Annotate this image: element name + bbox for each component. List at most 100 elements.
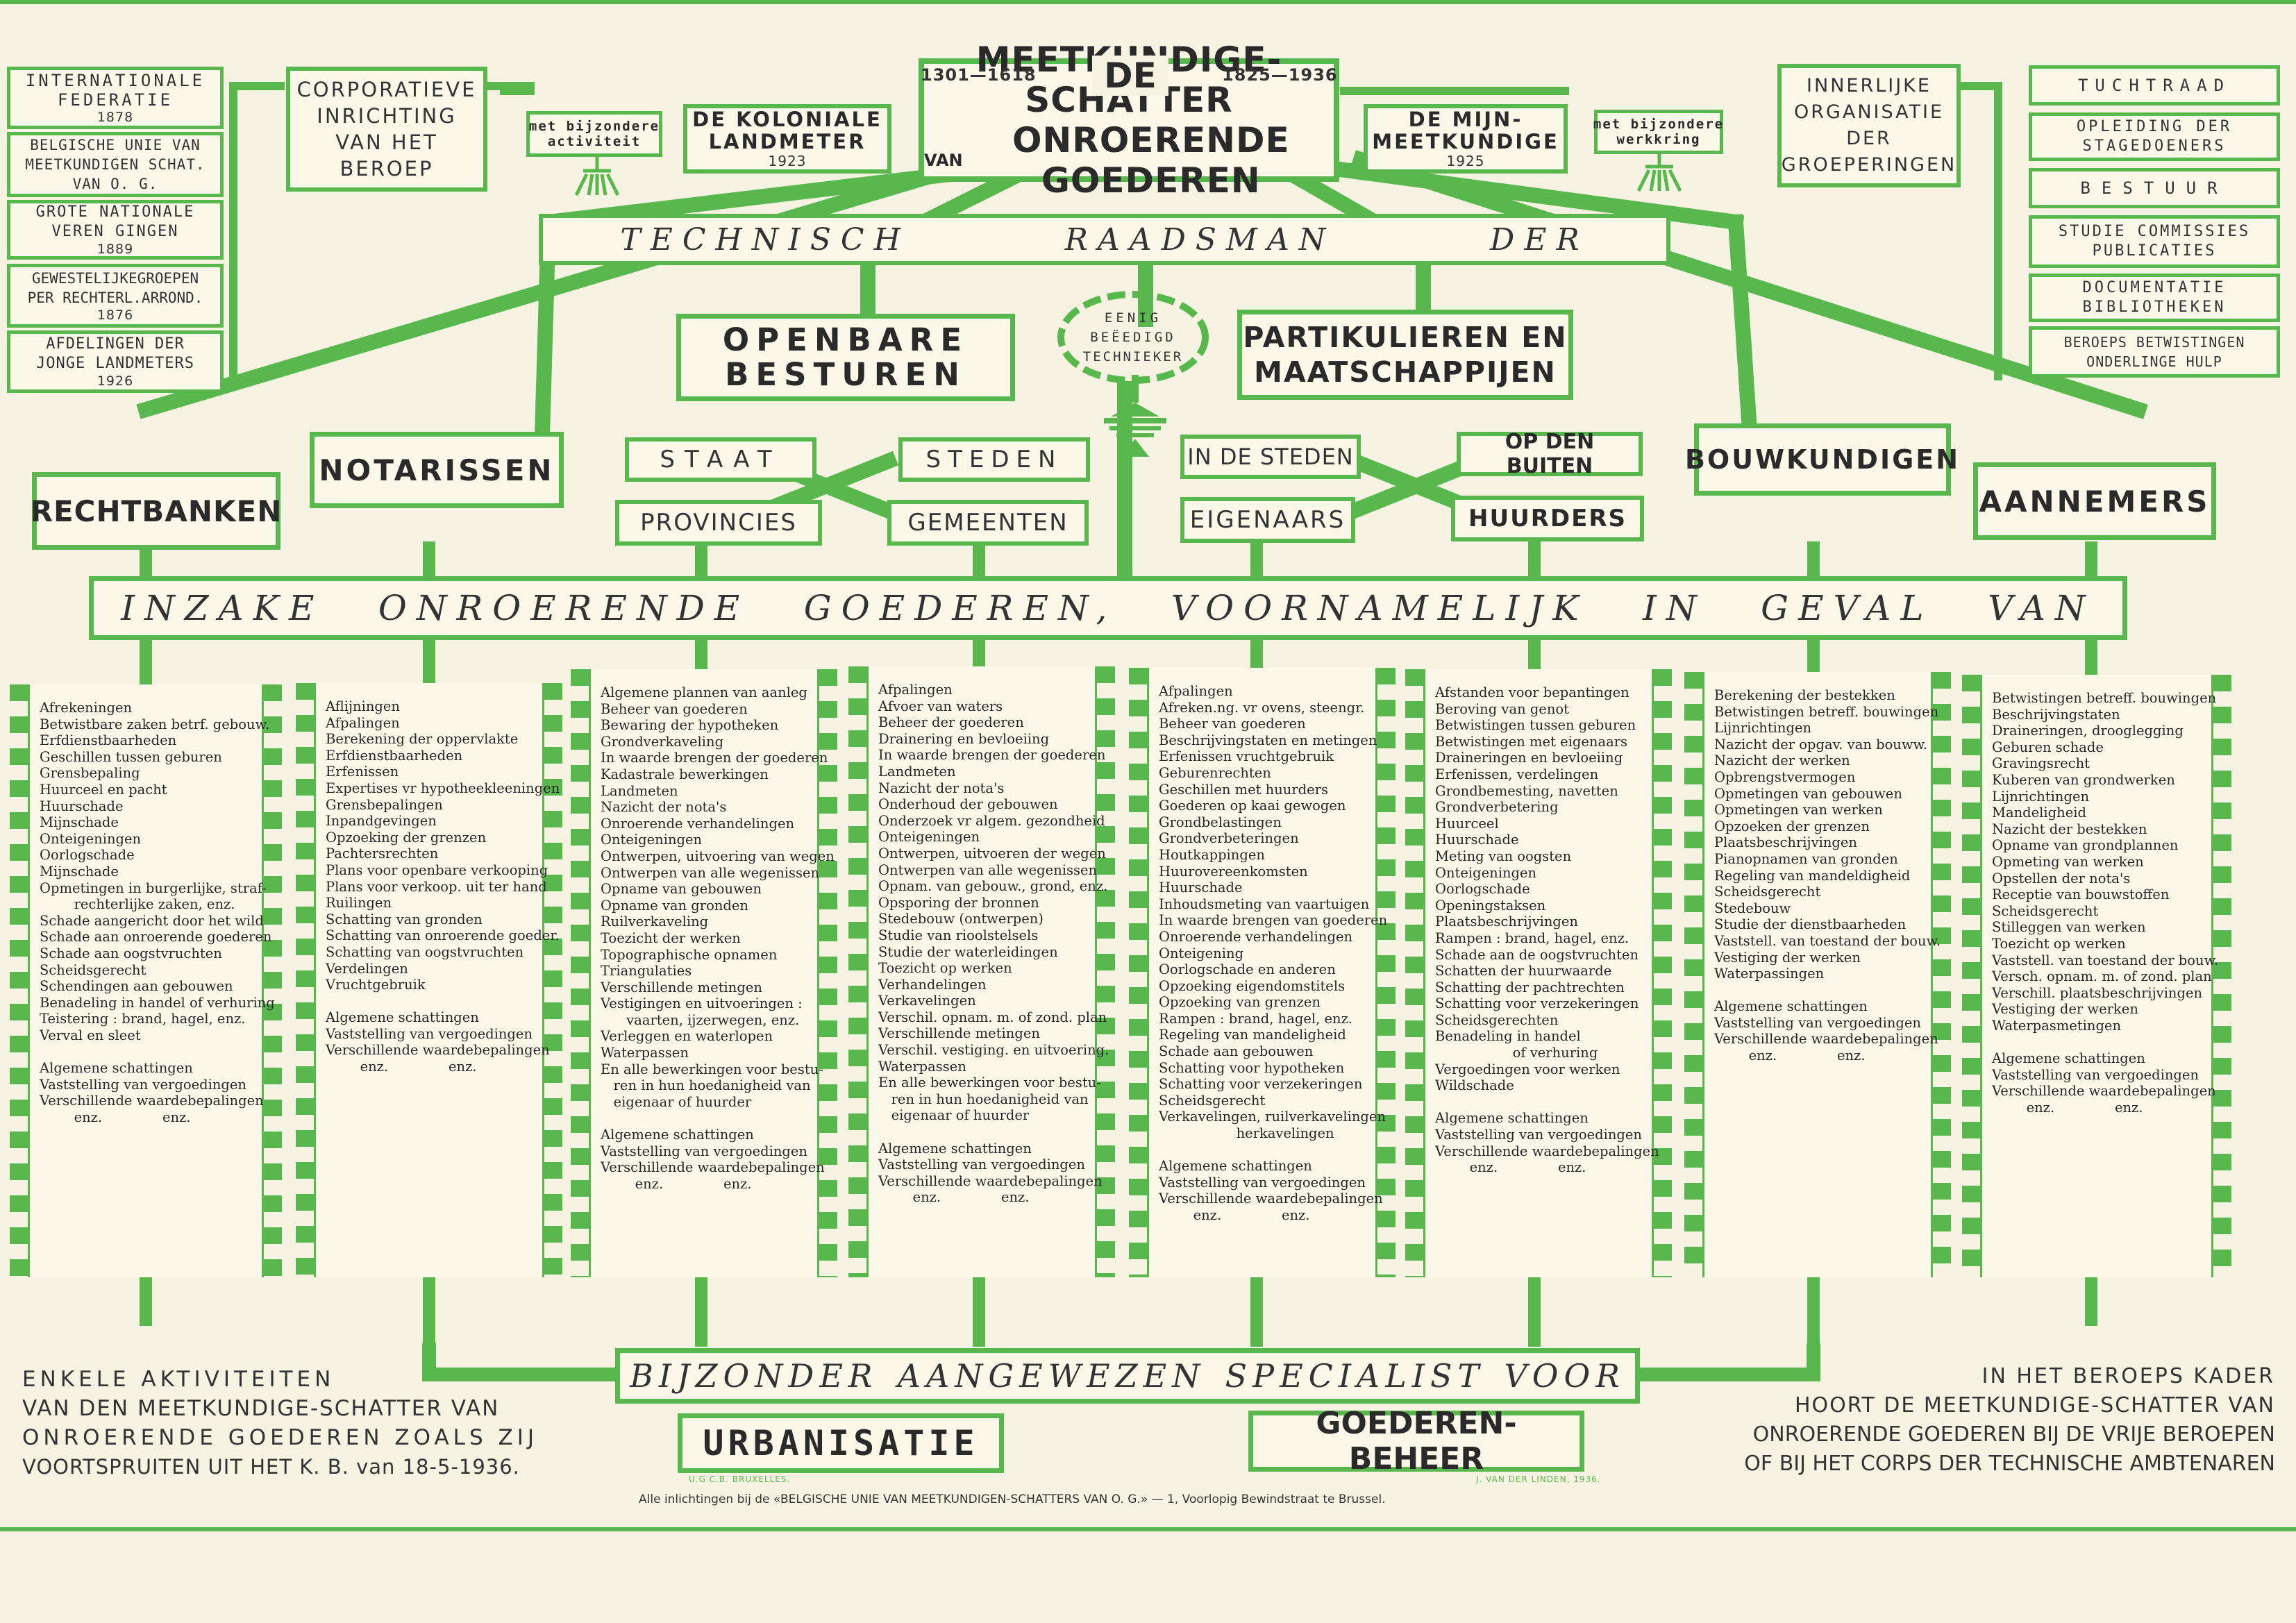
activity-item: Drainering en bevloeiing — [878, 730, 1050, 747]
left-item-2: BELGISCHE UNIE VAN MEETKUNDIGEN SCHAT. V… — [7, 132, 224, 197]
activity-item: Opsporing der bronnen — [878, 894, 1039, 911]
activity-item: Draineringen en bevloeiing — [1435, 750, 1623, 766]
title-year-right: 1825—1936 — [1222, 65, 1338, 85]
activity-item: Scheidsgerecht — [40, 961, 146, 978]
activity-item: Waterpassingen — [1714, 966, 1825, 982]
activity-item: enz. enz. — [1435, 1159, 1586, 1176]
activity-item: Opname van gronden — [601, 897, 748, 914]
activity-item: Waterpassen — [601, 1045, 689, 1061]
activity-item: Vaststelling van vergoedingen — [1992, 1066, 2199, 1083]
bouwkundigen-box: BOUWKUNDIGEN — [1685, 423, 1958, 496]
goederen-beheer-box: GOEDEREN-BEHEER — [1248, 1406, 1584, 1477]
activity-item: Afpalingen — [1159, 683, 1233, 699]
activity-item: Studie der waterleidingen — [878, 943, 1058, 960]
activity-item: Mijnschade — [40, 863, 119, 880]
activity-item — [326, 993, 535, 1010]
activity-item: Scheidsgerechten — [1435, 1011, 1559, 1028]
title-year-left: 1301—1618 — [921, 65, 1037, 85]
activity-item: Lijnrichtingen — [1714, 720, 1812, 737]
activity-item: Vaststell. van toestand der bouw. — [1992, 952, 2219, 968]
activity-item: Opname van gebouwen — [601, 881, 762, 898]
activity-item: Afvoer van waters — [878, 698, 1003, 714]
activity-item: Algemene schattingen — [40, 1060, 193, 1077]
activity-item: Verschil. vestiging. en uitvoering. — [878, 1042, 1109, 1059]
activity-item: Verschillende waardebepalingen — [326, 1042, 550, 1059]
credit-left: U.G.C.B. BRUXELLES. — [689, 1474, 791, 1484]
activity-item: Toezicht op werken — [878, 960, 1012, 977]
activity-item: Oorlogschade en anderen — [1159, 961, 1336, 978]
huurders-box: HUURDERS — [1451, 496, 1644, 541]
activity-item: Toezicht op werken — [1992, 935, 2126, 952]
activity-item: Triangulaties — [601, 963, 692, 979]
activity-item: Expertises vr hypotheekleeningen — [326, 780, 560, 796]
activity-item: Opmetingen van werken — [1714, 802, 1883, 818]
bottom-note: Alle inlichtingen bij de «BELGISCHE UNIE… — [639, 1492, 1386, 1506]
activity-item: Berekening der bestekken — [1714, 687, 1895, 703]
activity-item: Algemene schattingen — [1992, 1050, 2145, 1067]
activity-item: Oorlogschade — [1435, 881, 1530, 898]
activity-item: Vaststelling van vergoedingen — [326, 1025, 533, 1042]
activity-item: Stilleggen van werken — [1992, 919, 2146, 936]
activity-item: Verschillende waardebepalingen — [1159, 1191, 1383, 1207]
activity-item: Waterpassen — [878, 1058, 966, 1075]
activity-item — [601, 1110, 810, 1127]
activity-item: Schatting voor verzekeringen — [1435, 995, 1639, 1012]
activity-item: Opmetingen van gebouwen — [1714, 785, 1902, 802]
activity-item: Betwistingen met eigenaars — [1435, 733, 1628, 750]
activity-item: Meting van oogsten — [1435, 848, 1572, 864]
activity-item: Grondbelastingen — [1159, 814, 1282, 830]
activity-item: Ruilverkaveling — [601, 914, 709, 930]
activity-item: Nazicht der bestekken — [1992, 821, 2147, 837]
op-den-buiten-box: OP DEN BUITEN — [1457, 430, 1643, 478]
activity-item: Vaststell. van toestand der bouw. — [1714, 932, 1941, 949]
activity-item: Benadeling in handel of verhuring — [40, 994, 275, 1011]
activity-item: herkavelingen — [1159, 1125, 1334, 1142]
mijn-werkkring-box: met bijzondere werkkring — [1593, 110, 1723, 154]
activity-item: Afstanden voor bepantingen — [1435, 684, 1629, 700]
activity-item: Grensbepaling — [40, 765, 140, 782]
activity-item: Schade aan gebouwen — [1159, 1043, 1314, 1060]
title-line2-wrap: VAN ONROERENDE GOEDEREN — [924, 120, 1334, 201]
activity-item: Regeling van mandeldigheid — [1714, 867, 1911, 884]
activity-item: Plans voor openbare verkooping — [326, 861, 548, 878]
activity-item: Onteigeningen — [601, 832, 703, 848]
activity-item: enz. enz. — [878, 1189, 1030, 1206]
activity-item: Stedebouw (ontwerpen) — [878, 911, 1044, 927]
activity-item — [1435, 1094, 1645, 1111]
activity-item: Nazicht der werken — [1714, 752, 1850, 769]
activity-item: En alle bewerkingen voor bestu- — [878, 1075, 1101, 1091]
activity-item: In waarde brengen der goederen — [601, 750, 828, 766]
activity-item: eigenaar of huurder — [878, 1107, 1030, 1124]
urbanisatie-box: URBANISATIE — [678, 1413, 1004, 1473]
activity-item: Mandeligheid — [1992, 805, 2086, 821]
activity-item: Waterpasmetingen — [1992, 1017, 2122, 1034]
activity-item: Schatting der pachtrechten — [1435, 979, 1625, 995]
activity-item: Opname van grondplannen — [1992, 837, 2179, 854]
koloniale-light-icon — [574, 157, 620, 196]
activity-item: Verschillende metingen — [601, 979, 762, 995]
activity-item: Verschillende waardebepalingen — [1435, 1143, 1659, 1159]
right-item-documentatie: DOCUMENTATIE BIBLIOTHEKEN — [2029, 274, 2280, 322]
activity-item: Opzoeking van grenzen — [1159, 994, 1321, 1011]
activity-item: Opzoeking eigendomstitels — [1159, 977, 1346, 994]
activity-item: Beheer van goederen — [601, 700, 748, 717]
activity-item: Stedebouw — [1714, 900, 1791, 916]
right-item-tuchtraad: TUCHTRAAD — [2029, 65, 2280, 106]
activity-item: Geschillen met huurders — [1159, 781, 1329, 798]
activity-item: Verschil. opnam. m. of zond. plan — [878, 1009, 1107, 1025]
activity-item: Kuberen van grondwerken — [1992, 771, 2175, 788]
activity-item: Onderhoud der gebouwen — [878, 796, 1058, 813]
activity-item: Openingstaksen — [1435, 897, 1546, 914]
activity-item: Aflijningen — [326, 698, 400, 714]
activity-item: Afpalingen — [878, 682, 953, 698]
activity-item: ren in hun hoedanigheid van — [601, 1077, 811, 1094]
activity-item: Schatting van oogstvruchten — [326, 943, 524, 960]
activity-item: Rampen : brand, hagel, enz. — [1159, 1010, 1353, 1027]
